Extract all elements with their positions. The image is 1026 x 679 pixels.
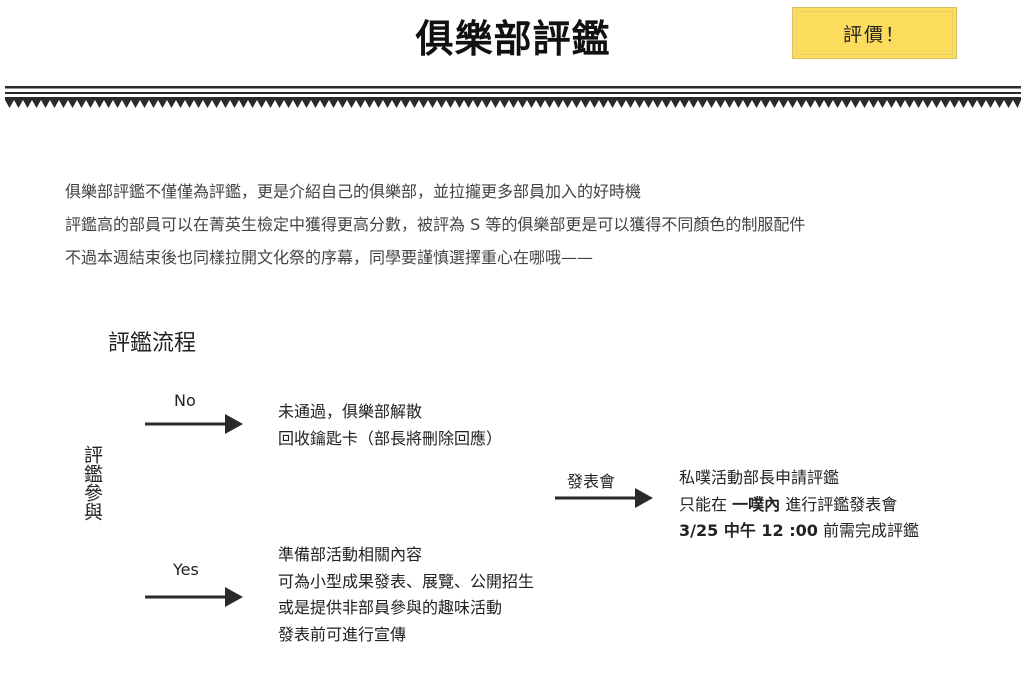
presentation-line: 私噗活動部長申請評鑑 <box>679 468 840 487</box>
presentation-line-text: 前需完成評鑑 <box>817 521 919 540</box>
presentation-line: 只能在 一噗內 進行評鑑發表會 <box>679 492 919 519</box>
presentation-line: 3/25 中午 12 :00 前需完成評鑑 <box>679 518 919 545</box>
zigzag-divider <box>5 86 1021 108</box>
presentation-label: 發表會 <box>567 472 616 491</box>
presentation-line-text: 進行評鑑發表會 <box>780 494 898 514</box>
presentation-text: 私噗活動部長申請評鑑 只能在 一噗內 進行評鑑發表會 3/25 中午 12 :0… <box>679 465 919 545</box>
yes-result-line: 準備部活動相關內容 <box>278 545 423 564</box>
presentation-deadline: 3/25 中午 12 :00 <box>679 521 818 540</box>
flow-title: 評鑑流程 <box>108 331 197 356</box>
yes-result-line: 或是提供非部員參與的趣味活動 <box>278 598 503 617</box>
presentation-limit: 一噗內 <box>732 494 781 514</box>
yes-label: Yes <box>173 560 199 579</box>
no-result-text: 未通過，俱樂部解散 回收鑰匙卡（部長將刪除回應） <box>278 399 502 452</box>
no-result-line: 回收鑰匙卡（部長將刪除回應） <box>278 428 503 448</box>
right-arrow-icon <box>555 488 653 508</box>
flow-start-label: 評鑑參與 <box>81 445 103 521</box>
yes-result-text: 準備部活動相關內容 可為小型成果發表、展覽、公開招生 或是提供非部員參與的趣味活… <box>278 542 534 648</box>
yes-result-line: 發表前可進行宣傳 <box>278 624 407 644</box>
intro-line: 評鑑高的部員可以在菁英生檢定中獲得更高分數，被評為 S 等的俱樂部更是可以獲得不… <box>65 215 806 234</box>
page-title: 俱樂部評鑑 <box>415 17 611 61</box>
intro-line: 俱樂部評鑑不僅僅為評鑑，更是介紹自己的俱樂部，並拉攏更多部員加入的好時機 <box>65 182 642 201</box>
intro-text: 俱樂部評鑑不僅僅為評鑑，更是介紹自己的俱樂部，並拉攏更多部員加入的好時機 評鑑高… <box>65 175 1005 274</box>
right-arrow-icon <box>145 414 243 434</box>
rate-button[interactable]: 評價！ <box>792 7 957 59</box>
right-arrow-icon <box>145 587 243 607</box>
yes-result-line: 可為小型成果發表、展覽、公開招生 <box>278 571 535 591</box>
intro-line: 不過本週結束後也同樣拉開文化祭的序幕，同學要謹慎選擇重心在哪哦—— <box>65 248 594 267</box>
presentation-line-text: 只能在 <box>679 494 733 514</box>
no-result-line: 未通過，俱樂部解散 <box>278 402 423 421</box>
no-label: No <box>174 391 196 410</box>
